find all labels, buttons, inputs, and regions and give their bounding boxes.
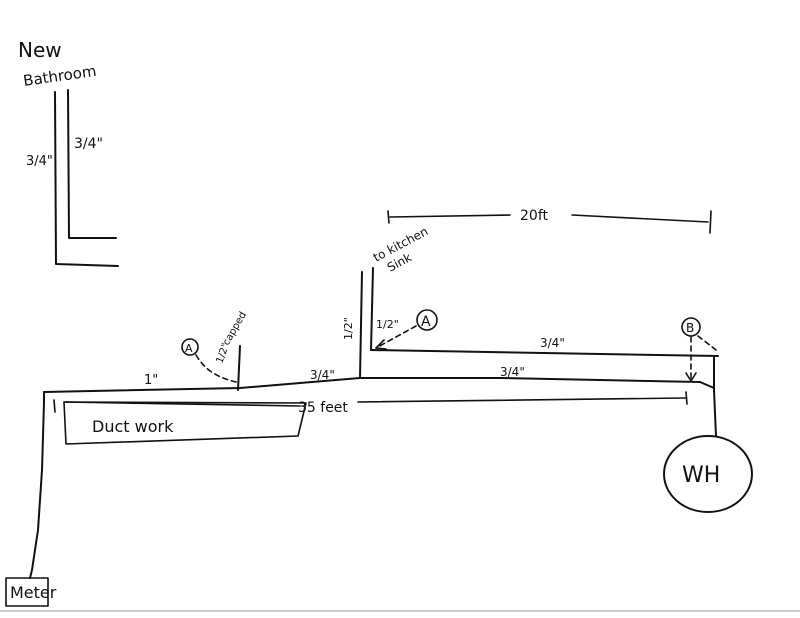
- marker-a-label: A: [421, 314, 431, 330]
- marker-a-circle: [416, 309, 438, 331]
- marker-a-lower-arrow: [195, 354, 237, 383]
- ductwork-label: Duct work: [92, 417, 174, 436]
- riser-size-left: 1/2": [342, 317, 355, 340]
- ductwork-box: [63, 401, 307, 445]
- meter-box: [5, 577, 49, 607]
- bath-pipe-size-right: 3/4": [74, 136, 103, 152]
- marker-b-circle: [681, 317, 701, 337]
- marker-a-lower-label: A: [185, 342, 193, 355]
- upper-run: [370, 349, 719, 357]
- water-heater-label: WH: [682, 463, 720, 488]
- dimension-20ft-label: 20ft: [520, 208, 548, 224]
- main-line: [29, 377, 715, 579]
- capped-stub: [237, 345, 241, 391]
- wh-riser: [713, 355, 717, 437]
- main-size-three-quarter-1: 3/4": [310, 368, 335, 382]
- main-size-three-quarter-2: 3/4": [500, 365, 525, 379]
- dimension-20ft: [387, 210, 712, 234]
- dimension-35ft-label: 35 feet: [298, 400, 348, 416]
- riser-size-right: 1/2": [376, 318, 399, 331]
- marker-b-arrow-right: [697, 335, 717, 351]
- capped-size: 1/2": [214, 342, 231, 365]
- marker-a-lower-circle: [181, 338, 199, 356]
- bath-pipe-size-left: 3/4": [26, 154, 53, 169]
- kitchen-riser: [359, 267, 374, 379]
- water-heater: [663, 435, 753, 513]
- marker-a-arrow: [375, 325, 417, 349]
- meter-label: Meter: [10, 583, 57, 602]
- capped-label: capped: [221, 310, 249, 347]
- marker-b-label: B: [686, 321, 694, 335]
- bathroom-pipes: [54, 89, 119, 267]
- new-bathroom-label-line2: Bathroom: [22, 62, 97, 90]
- new-bathroom-label-line1: New: [18, 38, 62, 62]
- upper-run-size: 3/4": [540, 336, 565, 350]
- main-size-1inch: 1": [144, 373, 158, 388]
